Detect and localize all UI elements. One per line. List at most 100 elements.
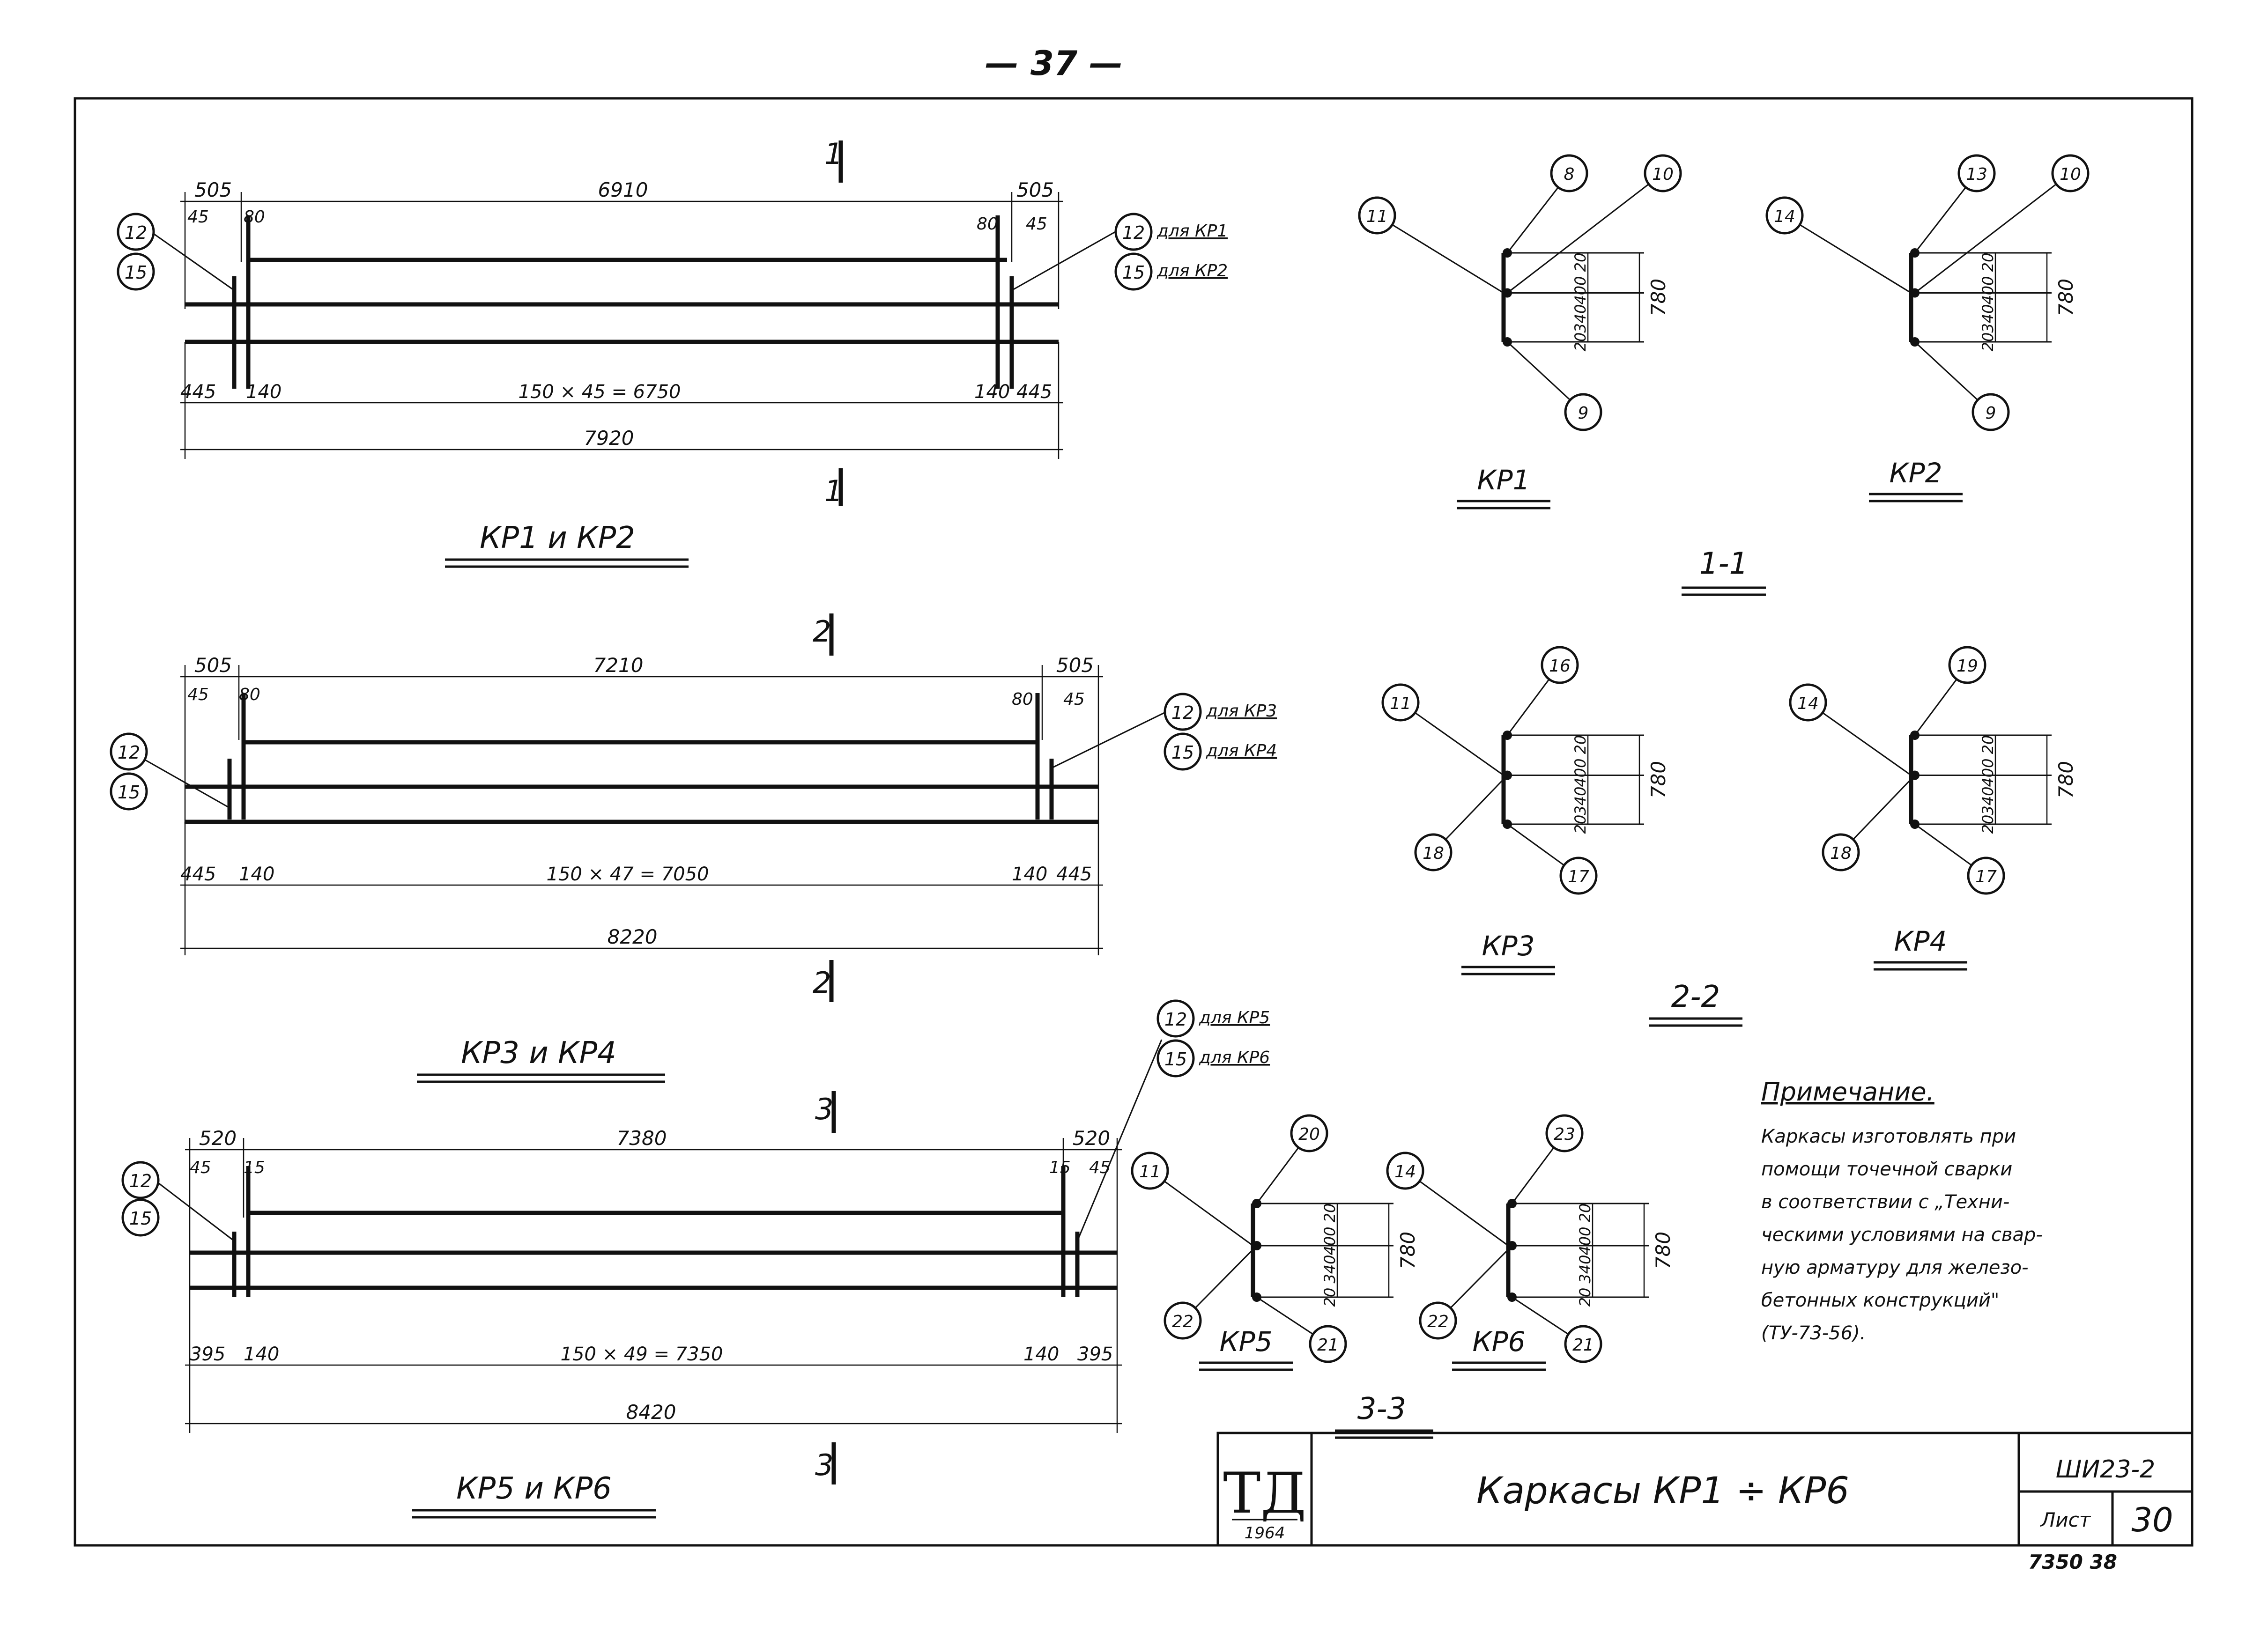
leader-line [1405, 1170, 1509, 1247]
callout-bubble [1414, 833, 1453, 871]
dim-overall: 8420 [626, 1401, 676, 1424]
callout-bubble [1358, 196, 1396, 235]
callout-number: 23 [1554, 1125, 1575, 1144]
section-dim: 20 [1979, 815, 1997, 834]
elevation-kr1-kr2: 1 1 505 6910 505 45 80 80 45 445 140 150… [117, 137, 1228, 568]
callout-number: 16 [1549, 657, 1571, 676]
callout-bubble [1309, 1325, 1347, 1363]
section-dim: 20 [1571, 815, 1589, 834]
callout-number: 14 [1394, 1162, 1416, 1182]
callout-right-a: 12 [1122, 222, 1145, 243]
callout-right-a: 12 [1171, 702, 1194, 723]
callout-left-a: 12 [118, 742, 140, 763]
section-dim: 780 [1396, 1232, 1419, 1269]
callout-bubble [1131, 1152, 1169, 1190]
callout-bubble [1550, 154, 1588, 192]
dim-small-r1: 15 [1049, 1158, 1071, 1177]
callout-bubble [1948, 646, 1986, 684]
dim-right: 520 [1073, 1127, 1110, 1150]
section-label: КР1 [1477, 464, 1530, 496]
callout-number: 20 [1298, 1125, 1320, 1144]
callout-bubble [1381, 683, 1420, 722]
dim-small-r1: 80 [1012, 690, 1033, 709]
dim-bottom-middle: 150 × 47 = 7050 [547, 864, 709, 885]
note-line: Каркасы изготовлять при [1761, 1126, 2016, 1147]
dim-middle: 7210 [593, 654, 644, 677]
callout-number: 11 [1139, 1162, 1161, 1182]
section-dim: 340 [1571, 786, 1589, 815]
section-dim: 20 [1979, 332, 1997, 352]
elevation-title: КР1 и КР2 [480, 521, 635, 555]
callout-left-b: 15 [118, 782, 140, 803]
dim-bottom-middle: 150 × 49 = 7350 [561, 1344, 723, 1365]
section-dim: 780 [1652, 1232, 1675, 1269]
section-dim: 20 [1571, 332, 1589, 352]
section-dim: 340 [1979, 786, 1997, 815]
page-number: — 37 — [985, 44, 1123, 83]
dim-small-r2: 45 [1089, 1158, 1111, 1177]
section-label: КР5 [1219, 1326, 1272, 1358]
section-dim: 20 [1979, 735, 1997, 754]
callout-number: 10 [1652, 165, 1674, 184]
callout-bubble [1290, 1114, 1328, 1152]
callout-right-b-note: для КР6 [1199, 1048, 1270, 1067]
callout-bubble [1386, 1152, 1424, 1190]
section-dim: 400 [1979, 276, 1997, 304]
callout-left-a: 12 [125, 222, 147, 243]
callout-bubble [1765, 196, 1804, 235]
section-title-1-1: 1-1 [1699, 546, 1749, 581]
dim-bottom-r2: 140 [1012, 864, 1047, 885]
section-dim: 340 [1321, 1255, 1339, 1283]
section-dim: 20 [1576, 1288, 1594, 1307]
callout-bubble [1541, 646, 1579, 684]
section-dim: 780 [2054, 279, 2077, 316]
callout-right-b-note: для КР2 [1156, 261, 1228, 281]
section-dim: 20 [1576, 1204, 1594, 1223]
section-label: КР4 [1894, 925, 1947, 957]
dim-left: 505 [194, 178, 232, 201]
callout-number: 19 [1957, 657, 1978, 676]
callout-bubble [1564, 1325, 1602, 1363]
elevation-kr5-kr6: 3 3 520 7380 520 45 15 15 45 395 140 150… [121, 999, 1270, 1519]
callout-right-b: 15 [1171, 742, 1194, 763]
callout-right-a-note: для КР1 [1156, 222, 1228, 241]
callout-bubble [1967, 857, 2005, 895]
elevation-title: КР5 и КР6 [456, 1471, 612, 1506]
callout-number: 17 [1975, 867, 1997, 886]
callout-bubble [1972, 393, 2010, 431]
section-dim: 340 [1576, 1255, 1594, 1283]
callout-number: 17 [1568, 867, 1589, 886]
callout-right-a-note: для КР3 [1206, 702, 1277, 721]
callout-number: 14 [1797, 694, 1819, 713]
callout-number: 14 [1774, 207, 1795, 226]
section-dim: 20 [1571, 253, 1589, 272]
dim-bottom-r1: 445 [1056, 864, 1092, 885]
section-mark-bottom: 3 [815, 1448, 833, 1482]
dim-small-l1: 45 [187, 685, 209, 704]
dim-middle: 7380 [617, 1127, 667, 1150]
dim-bottom-l2: 140 [239, 864, 274, 885]
callout-bubble [1644, 154, 1682, 192]
dim-bottom-l2: 140 [244, 1344, 279, 1365]
callout-left-b: 15 [129, 1208, 152, 1229]
leader-line [1507, 172, 1663, 294]
title-block: ТД 1964 Каркасы КР1 ÷ КР6 ШИ23-2 Лист 30 [1216, 1432, 2194, 1547]
elevation-title: КР3 и КР4 [461, 1036, 616, 1071]
note-block: Примечание. Каркасы изготовлять при помо… [1761, 1077, 2043, 1344]
dim-overall: 8220 [608, 925, 658, 948]
leader-line [1914, 172, 2071, 294]
section-dim: 400 [1321, 1226, 1339, 1255]
leader-line [1784, 214, 1912, 294]
dim-right: 505 [1056, 654, 1094, 677]
callout-number: 11 [1366, 207, 1388, 226]
leader-line [1808, 702, 1912, 776]
leader-line [1400, 702, 1504, 776]
section-label: КР6 [1472, 1326, 1525, 1358]
section-dim: 400 [1571, 276, 1589, 304]
section-mark-top: 3 [815, 1092, 833, 1126]
section-dim: 780 [1647, 761, 1670, 798]
callout-number: 22 [1172, 1312, 1193, 1331]
leader-line [1377, 214, 1504, 294]
section-dim: 400 [1571, 758, 1589, 787]
section-dim: 340 [1979, 304, 1997, 332]
